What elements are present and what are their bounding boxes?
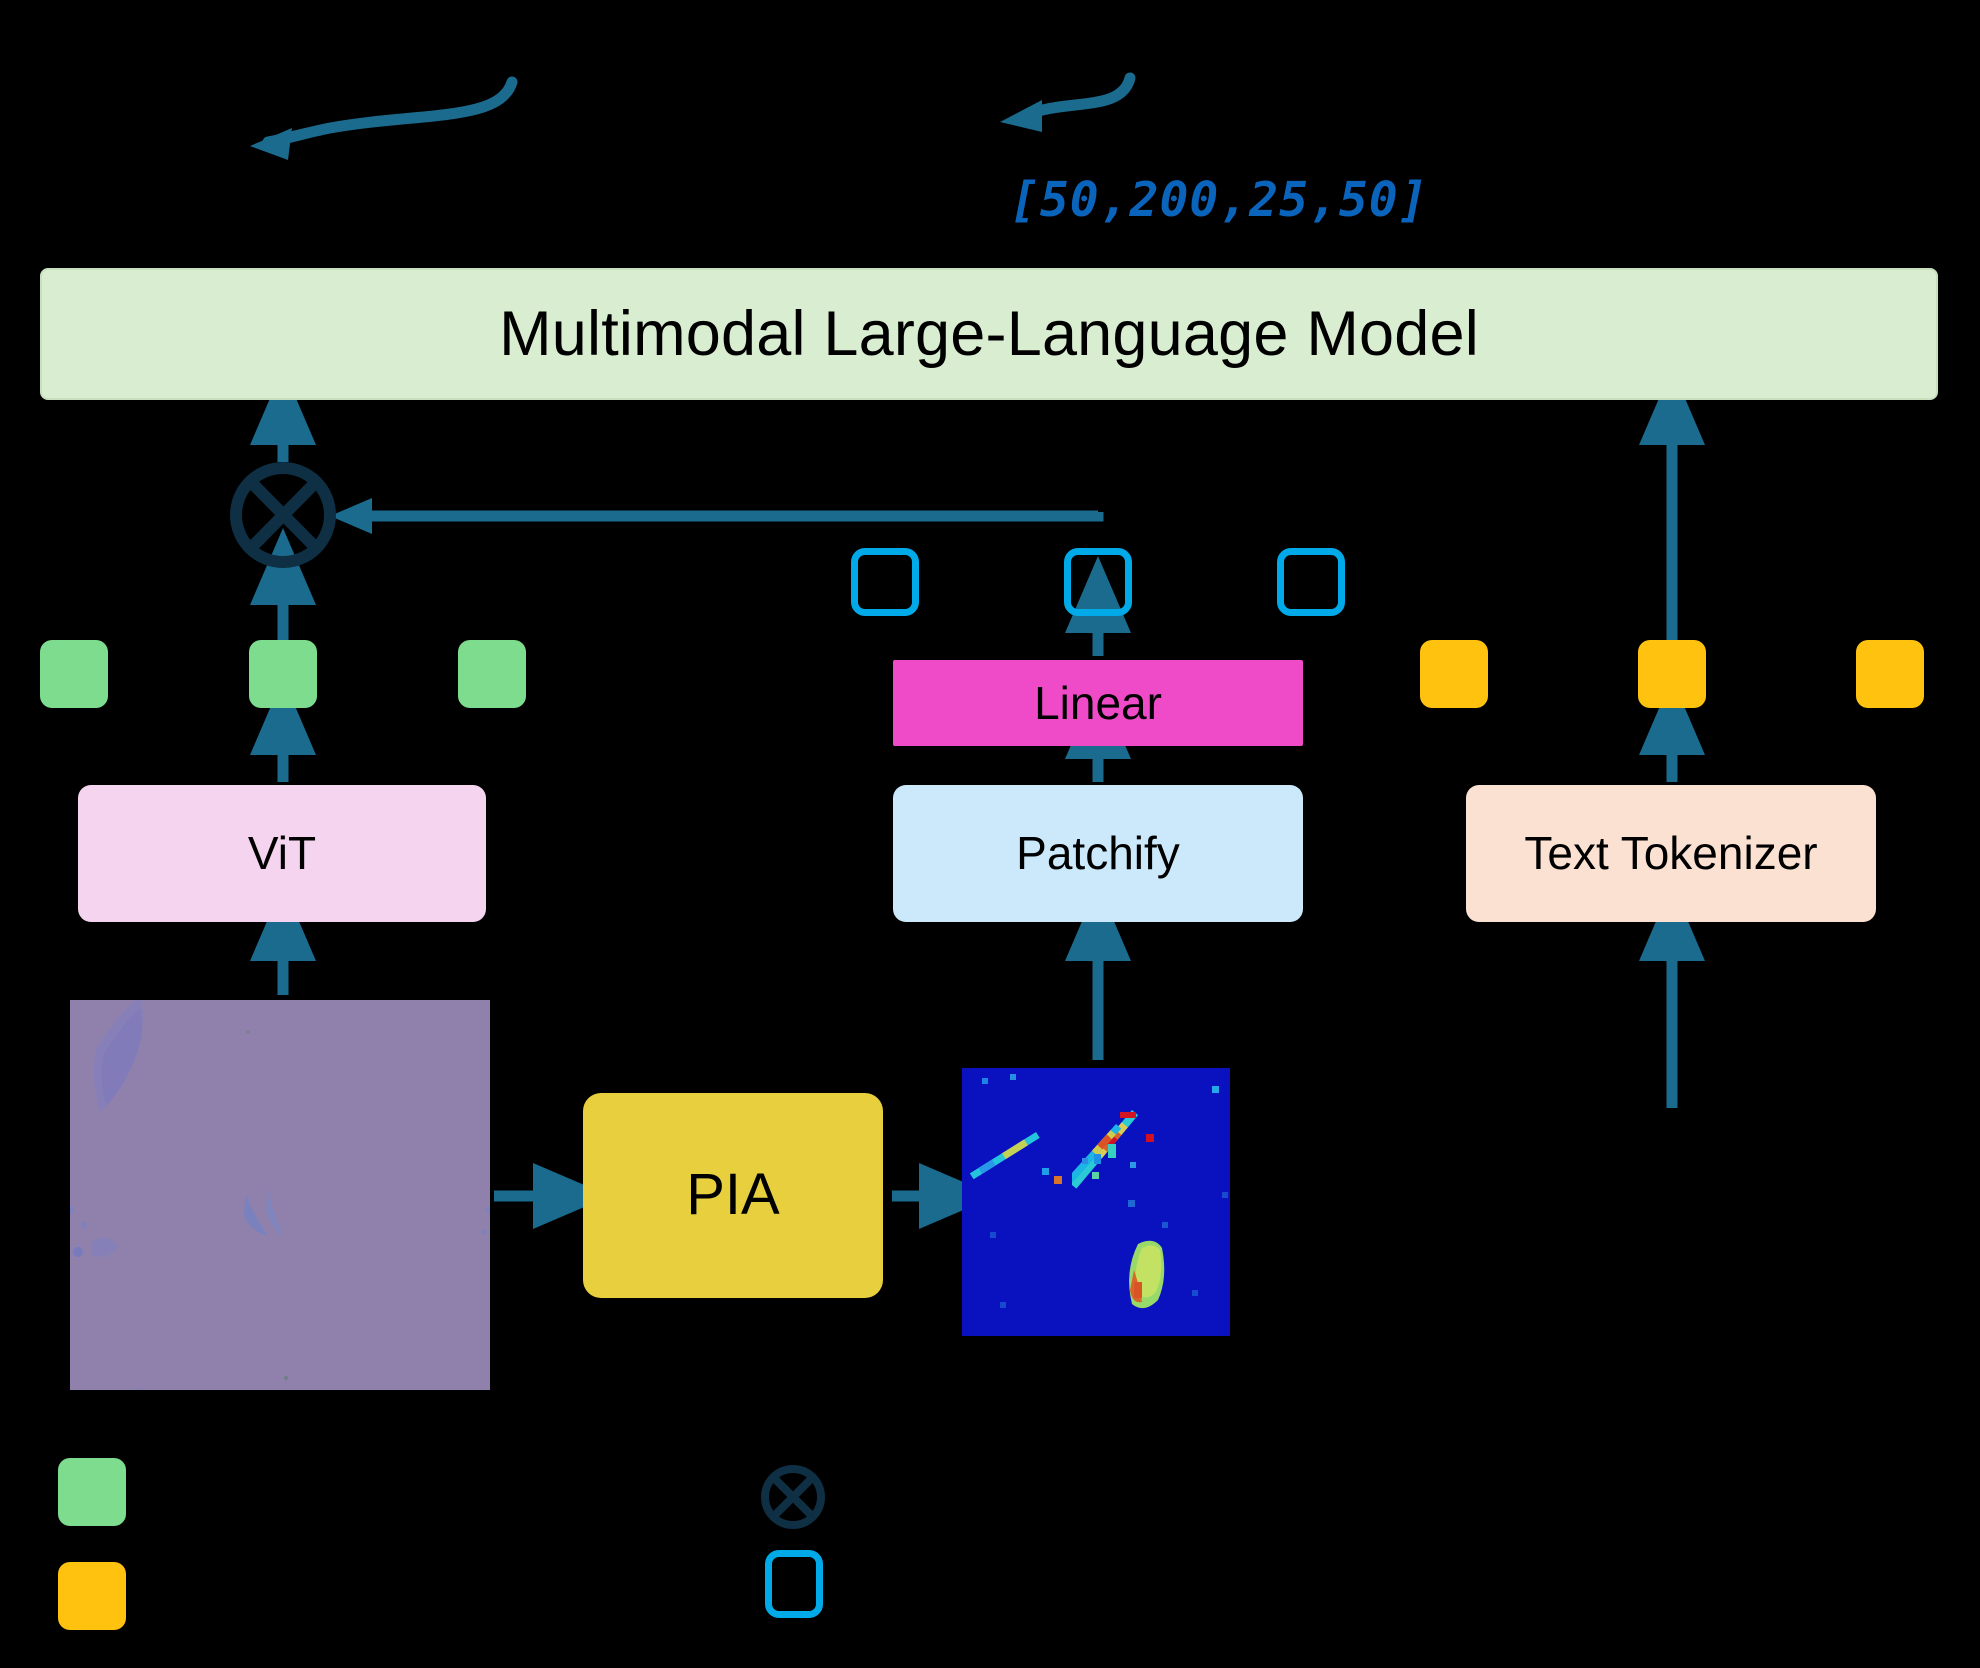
legend-patch-token-swatch [765, 1550, 823, 1618]
linear-label: Linear [1034, 676, 1162, 729]
legend-text-token-swatch [58, 1562, 126, 1630]
legend-fusion-operator-icon [761, 1465, 825, 1529]
multimodal-llm-label: Multimodal Large-Language Model [499, 298, 1479, 369]
text-token-1[interactable] [1420, 640, 1488, 708]
pia-block[interactable]: PIA [583, 1093, 883, 1298]
vision-token-1[interactable] [40, 640, 108, 708]
patch-to-fusion-arrow [330, 498, 1104, 534]
text-token-3[interactable] [1856, 640, 1924, 708]
optical-micrograph [70, 1000, 490, 1390]
callout-arrow-right [1000, 72, 1136, 132]
patchify-label: Patchify [1016, 827, 1180, 880]
patch-token-1[interactable] [851, 548, 919, 616]
vit-label: ViT [247, 827, 317, 880]
vision-token-3[interactable] [458, 640, 526, 708]
patch-token-3[interactable] [1277, 548, 1345, 616]
text-token-2[interactable] [1638, 640, 1706, 708]
vision-token-2[interactable] [249, 640, 317, 708]
linear-block[interactable]: Linear [893, 660, 1303, 746]
text-tokenizer-block[interactable]: Text Tokenizer [1466, 785, 1876, 922]
pia-label: PIA [686, 1162, 780, 1228]
callout-arrow-left [250, 76, 518, 160]
patch-token-2[interactable] [1064, 548, 1132, 616]
output-vector-label: [50,200,25,50] [1010, 172, 1429, 228]
text-tokenizer-label: Text Tokenizer [1524, 827, 1818, 880]
fusion-operator [230, 462, 336, 568]
pia-heatmap [962, 1068, 1230, 1336]
vit-block[interactable]: ViT [78, 785, 486, 922]
patchify-block[interactable]: Patchify [893, 785, 1303, 922]
legend-vision-token-swatch [58, 1458, 126, 1526]
multimodal-llm-block[interactable]: Multimodal Large-Language Model [40, 268, 1938, 400]
